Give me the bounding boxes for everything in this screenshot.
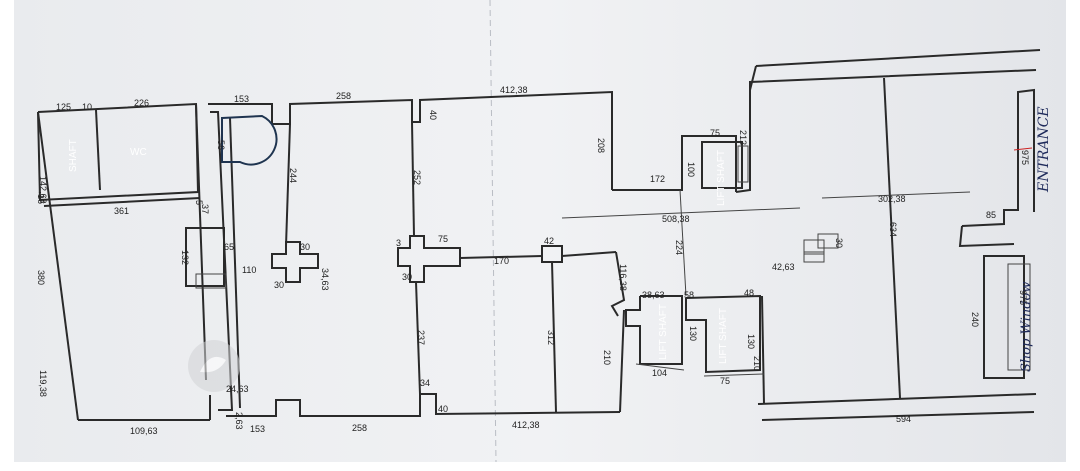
room-label-lift-shaft-1: LIFT SHAFT	[716, 150, 727, 206]
dim-label: 119,38	[38, 370, 48, 397]
dim-label: 85	[986, 210, 996, 220]
dim-label: 975	[1018, 290, 1028, 305]
dim-label: 210	[602, 350, 612, 365]
dim-label: 258	[336, 91, 351, 101]
dim-label: 65	[224, 242, 234, 252]
dim-label: 208	[596, 138, 606, 153]
dim-label: 153	[250, 424, 265, 434]
dim-label: 100	[686, 162, 696, 177]
dim-label: 508,38	[662, 214, 690, 224]
dim-label: 237	[416, 330, 426, 345]
dim-label: 37	[200, 204, 210, 214]
dim-label: 412,38	[512, 420, 540, 430]
column-line-top	[411, 121, 415, 237]
column-cross-left	[271, 241, 319, 283]
wall-116	[610, 251, 626, 317]
dim-label: 75	[720, 376, 730, 386]
dim-label: 40	[438, 404, 448, 414]
beam-170	[459, 255, 543, 259]
dim-label: 210	[752, 356, 762, 371]
dim-label: 258	[352, 423, 367, 433]
dim-label: 30	[402, 272, 412, 282]
column-blocks-east	[803, 233, 839, 263]
dim-label: 30	[300, 242, 310, 252]
dim-label: 594	[896, 414, 911, 424]
dim-label: 109,63	[130, 426, 158, 436]
dim-label: 40	[428, 110, 438, 120]
dim-label: 224	[674, 240, 684, 255]
room-label-shaft: SHAFT	[68, 139, 79, 172]
room-label-lift-shaft-2: LIFT SHAFT	[658, 304, 669, 360]
shop-window-annotation: Shop Window	[1019, 282, 1034, 373]
lift-shaft-lower-left	[625, 295, 685, 371]
dim-label: 10	[82, 102, 92, 112]
dim-label: 380	[36, 270, 46, 285]
paper-sheet	[14, 0, 1066, 462]
dim-label: 24,63	[226, 384, 249, 394]
dim-label: 125	[56, 102, 71, 112]
east-block-walls	[561, 49, 1041, 421]
dim-label: 104	[652, 368, 667, 378]
dim-label: 132	[180, 250, 190, 265]
dim-label: 75	[438, 234, 448, 244]
watermark-logo	[188, 340, 240, 392]
column-cross-center	[397, 235, 461, 283]
dim-label: 38,63	[642, 290, 665, 300]
right-margin	[1066, 0, 1080, 466]
dim-label: 634	[888, 222, 898, 237]
dim-label: 30	[274, 280, 284, 290]
dim-label: 142,63	[38, 176, 48, 204]
dim-label: 226	[134, 98, 149, 108]
dim-label: 302,38	[878, 194, 906, 204]
dim-label: 212	[738, 130, 748, 145]
dim-label: 153	[234, 94, 249, 104]
dim-label: 56	[216, 140, 226, 150]
dim-label: 312	[546, 330, 556, 345]
dim-label: 42,63	[772, 262, 795, 272]
dim-label: 58	[684, 290, 694, 300]
dim-label: 116,38	[618, 264, 628, 291]
dim-label: 75	[710, 128, 720, 138]
dim-label: 3	[396, 238, 401, 248]
dim-label: 252	[412, 170, 422, 185]
column-box-left-sub	[195, 273, 227, 289]
dim-label: 34,63	[320, 268, 330, 291]
dim-label: 172	[650, 174, 665, 184]
entrance-steps	[958, 88, 1035, 379]
dim-label: 170	[494, 256, 509, 266]
dim-label: 2,63	[234, 412, 244, 430]
room-label-wc: WC	[130, 147, 147, 158]
room-label-lift-shaft-3: LIFT SHAFT	[718, 308, 729, 364]
dim-label: 30	[834, 238, 844, 248]
entrance-annotation: ENTRANCE	[1036, 106, 1052, 193]
dim-label: 110	[242, 265, 256, 275]
dim-label: 244	[288, 168, 298, 183]
dim-label: 412,38	[500, 85, 528, 95]
left-margin	[0, 0, 14, 466]
dim-label: 34	[420, 378, 430, 388]
dim-label: 42	[544, 236, 554, 246]
lift-shaft-lower-right	[685, 294, 765, 377]
door-swing	[221, 114, 278, 166]
dim-label: 975	[1020, 150, 1030, 165]
lift-shaft-top	[701, 141, 749, 189]
column-box-left	[185, 227, 225, 287]
dim-label: 16	[36, 194, 46, 204]
dim-label: 5	[194, 200, 204, 205]
paper-fold	[489, 0, 497, 463]
west-block-walls	[37, 102, 211, 421]
dim-label: 240	[970, 312, 980, 327]
column-line-bottom	[415, 281, 421, 395]
central-corridor-walls	[208, 90, 737, 417]
dim-label: 130	[688, 326, 698, 341]
wall-312	[551, 261, 557, 413]
beam-right	[561, 251, 617, 257]
dim-label: 361	[114, 206, 129, 216]
dim-label: 130	[746, 334, 756, 349]
dim-label: 48	[744, 288, 754, 298]
